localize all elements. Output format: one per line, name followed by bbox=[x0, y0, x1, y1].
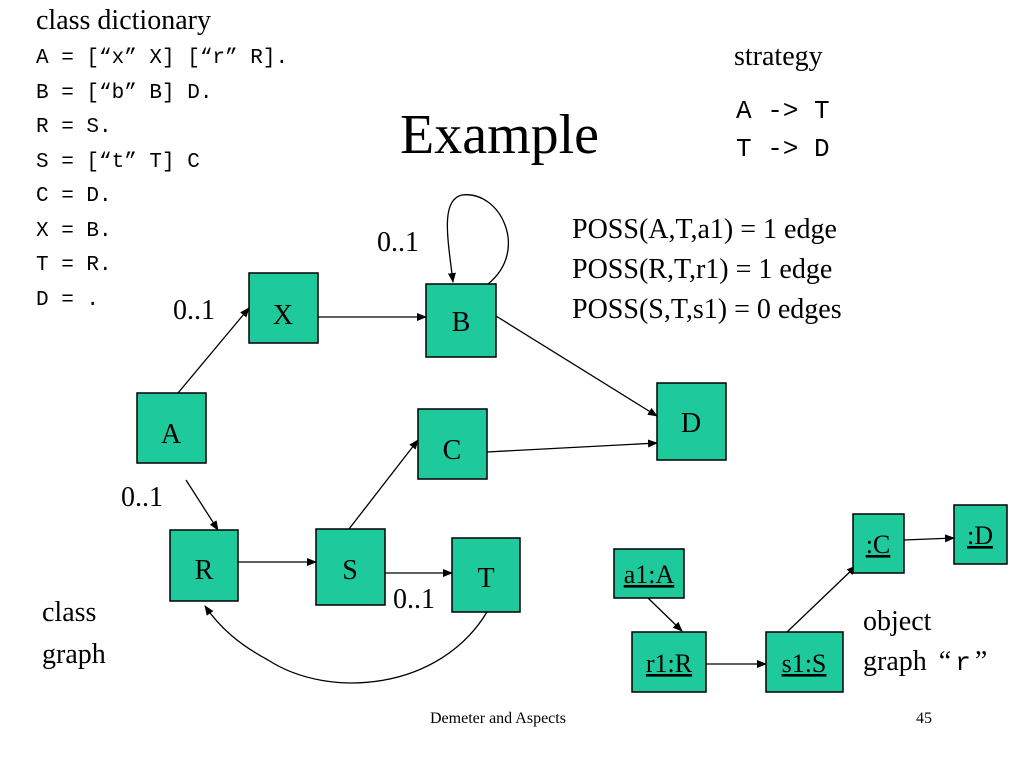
dictionary-line: D = . bbox=[36, 288, 100, 312]
edge-b-self bbox=[446, 194, 509, 285]
object-graph-caption-quote-open: “ bbox=[939, 646, 951, 677]
class-node-a-label: A bbox=[161, 419, 182, 450]
class-graph-caption-line1: class bbox=[42, 597, 96, 628]
edge-b-d bbox=[495, 315, 658, 417]
class-dictionary-list: A = [“x” X] [“r” R]. B = [“b” B] D. R = … bbox=[36, 42, 288, 318]
object-node-r1 bbox=[631, 631, 707, 693]
strategy-line: T -> D bbox=[736, 134, 830, 164]
poss-list: POSS(A,T,a1) = 1 edge POSS(R,T,r1) = 1 e… bbox=[572, 210, 842, 330]
edge-a-r bbox=[185, 479, 219, 531]
dictionary-line: X = B. bbox=[36, 219, 112, 243]
multiplicity-b-self: 0..1 bbox=[377, 227, 419, 258]
strategy-list: A -> T T -> D bbox=[736, 92, 830, 168]
object-node-a1-label: a1:A bbox=[624, 560, 675, 589]
object-node-d-label: :D bbox=[967, 521, 993, 550]
class-dictionary-heading: class dictionary bbox=[36, 5, 211, 36]
object-graph-caption-line1: object bbox=[863, 606, 932, 637]
class-node-d-label: D bbox=[681, 408, 701, 439]
class-node-r-label: R bbox=[195, 555, 214, 586]
object-graph-caption-word: graph bbox=[863, 646, 927, 677]
dictionary-line: C = D. bbox=[36, 185, 112, 208]
class-node-c-label: C bbox=[443, 435, 462, 466]
footer-text: Demeter and Aspects bbox=[430, 710, 566, 727]
class-node-t-label: T bbox=[477, 563, 494, 594]
edge-a1-r1 bbox=[647, 597, 683, 632]
multiplicity-a-x: 0..1 bbox=[173, 295, 215, 326]
edge-t-r bbox=[204, 605, 488, 684]
class-graph-caption-line2: graph bbox=[42, 639, 106, 670]
dictionary-line: A = [“x” X] [“r” R]. bbox=[36, 47, 289, 70]
page-title: Example bbox=[400, 104, 600, 166]
edge-s-c bbox=[348, 439, 419, 530]
class-node-b bbox=[425, 283, 497, 358]
poss-line: POSS(R,T,r1) = 1 edge bbox=[572, 254, 833, 285]
object-node-c-label: :C bbox=[866, 530, 891, 559]
object-graph-caption-quote-close: ” bbox=[975, 646, 987, 677]
multiplicity-a-r: 0..1 bbox=[121, 482, 163, 513]
class-node-s bbox=[315, 528, 386, 606]
dictionary-line: S = [“t” T] C bbox=[36, 150, 200, 174]
class-node-b-label: B bbox=[452, 307, 471, 338]
object-node-s1-label: s1:S bbox=[782, 649, 827, 678]
object-node-r1-label: r1:R bbox=[646, 649, 693, 678]
poss-line: POSS(S,T,s1) = 0 edges bbox=[572, 294, 842, 325]
class-node-t bbox=[451, 537, 521, 613]
edge-c-d bbox=[486, 439, 658, 453]
object-graph-caption-line2: graph “ r ” bbox=[863, 646, 987, 678]
strategy-heading: strategy bbox=[734, 41, 823, 72]
class-node-s-label: S bbox=[342, 555, 358, 586]
class-node-c bbox=[417, 408, 488, 480]
page-number: 45 bbox=[916, 710, 932, 727]
class-node-r bbox=[169, 529, 239, 602]
edge-s1-c bbox=[786, 565, 857, 633]
class-node-d bbox=[656, 382, 727, 461]
poss-line: POSS(A,T,a1) = 1 edge bbox=[572, 214, 837, 245]
class-node-x-label: X bbox=[273, 300, 293, 331]
strategy-line: A -> T bbox=[736, 96, 830, 126]
multiplicity-s-t: 0..1 bbox=[393, 584, 435, 615]
object-node-d bbox=[953, 504, 1008, 565]
dictionary-line: T = R. bbox=[36, 254, 112, 277]
object-node-a1 bbox=[613, 548, 685, 599]
object-node-c bbox=[852, 513, 905, 574]
class-node-a bbox=[136, 392, 207, 464]
class-node-x bbox=[248, 272, 319, 344]
object-graph-caption-code: r bbox=[955, 648, 971, 678]
object-node-s1 bbox=[765, 631, 844, 693]
edge-a-x bbox=[177, 307, 250, 394]
edge-c-d-object bbox=[903, 534, 955, 543]
dictionary-line: B = [“b” B] D. bbox=[36, 81, 213, 105]
dictionary-line: R = S. bbox=[36, 116, 112, 139]
